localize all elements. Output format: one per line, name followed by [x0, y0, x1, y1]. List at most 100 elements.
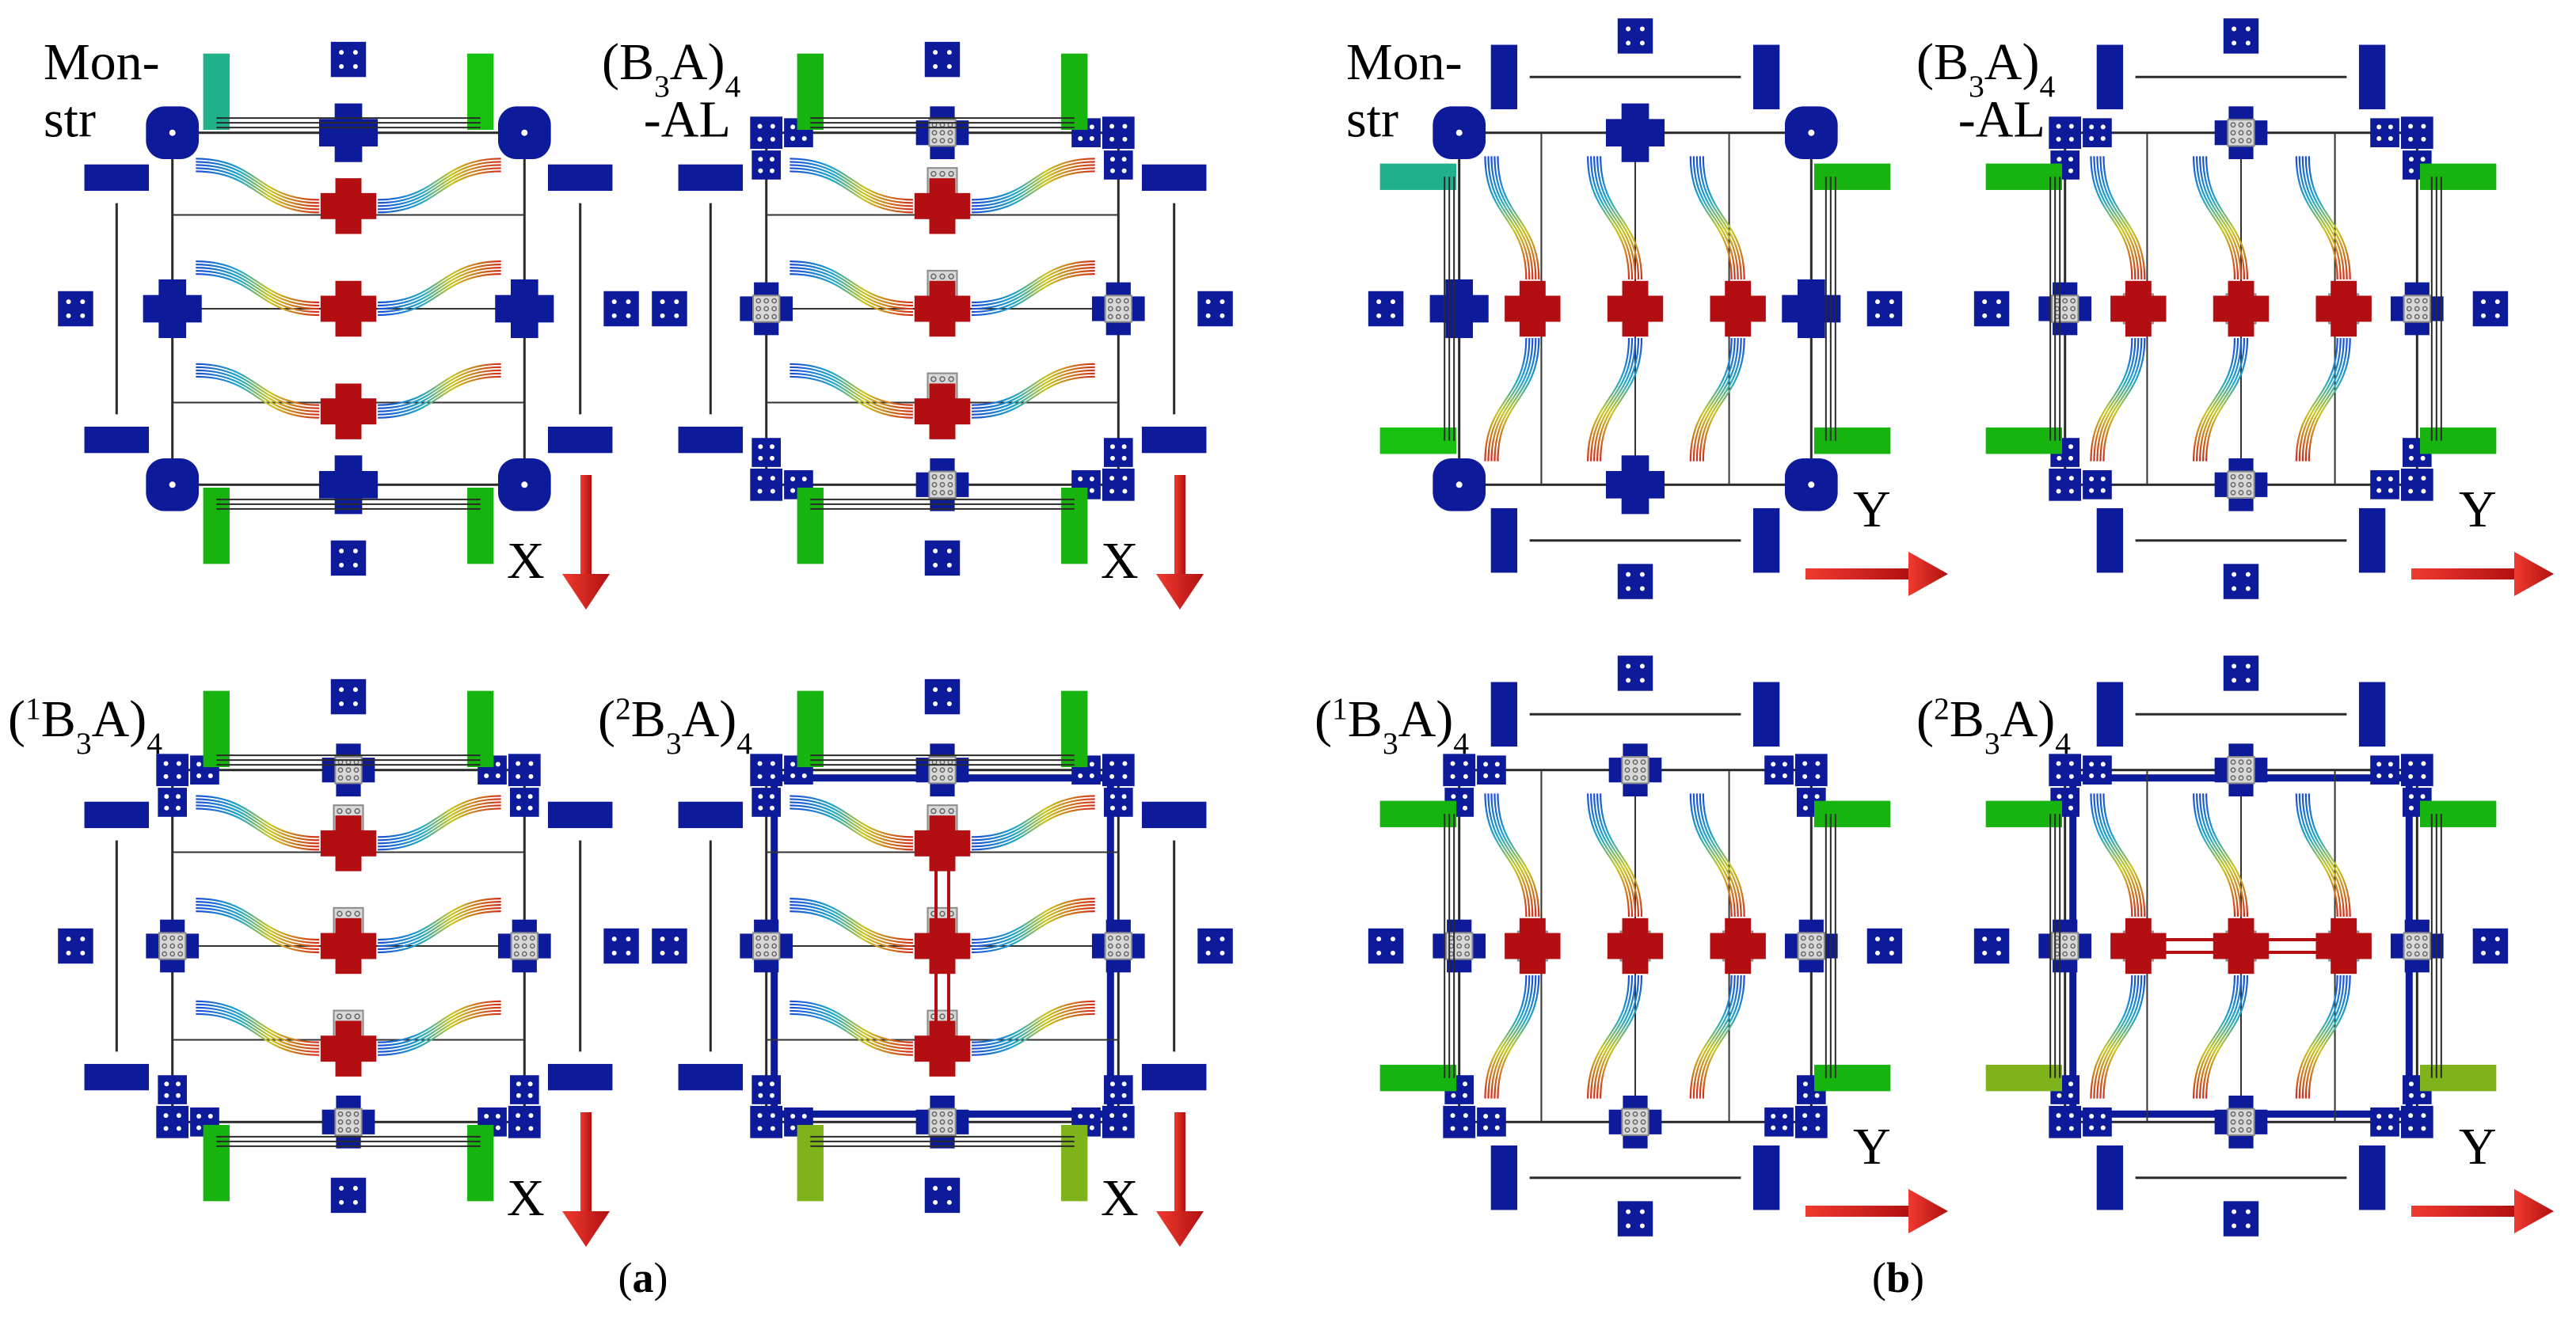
node-hole — [1639, 26, 1645, 32]
grey-node-ring — [1800, 951, 1806, 957]
node-hole — [2408, 444, 2414, 450]
node-hole — [2376, 762, 2382, 767]
grey-node-ring — [1632, 1111, 1638, 1117]
flexure-beam — [196, 167, 319, 211]
node-hole — [1802, 773, 1808, 779]
flexure-beam — [1695, 975, 1739, 1099]
node-hole — [2068, 1126, 2074, 1131]
flexure-beam — [972, 158, 1095, 201]
node-hole — [1875, 299, 1881, 305]
node-hole — [2232, 586, 2237, 591]
grey-node-ring — [1456, 935, 1463, 941]
flexure-beam — [196, 910, 319, 954]
node-hole — [176, 1113, 181, 1119]
node-hole — [1463, 1126, 1468, 1131]
grey-node-ring — [2238, 1127, 2244, 1133]
grey-node-ring — [1123, 313, 1129, 320]
flexure-beam — [2202, 793, 2246, 917]
node-hole — [2408, 1126, 2414, 1131]
direction-label: X — [507, 1169, 545, 1227]
node-hole — [176, 761, 181, 766]
flexure-beam — [2099, 793, 2143, 917]
node-hole — [163, 1113, 169, 1119]
flexure-beam — [2090, 156, 2133, 279]
node-hole — [2245, 663, 2251, 669]
grey-node-ring — [763, 298, 770, 304]
corner-node-side — [1764, 1107, 1794, 1137]
grey-node-ring — [1464, 951, 1471, 957]
node-hole — [611, 299, 617, 305]
side-bar — [84, 164, 150, 192]
diagram-b-monstr — [1368, 18, 1903, 599]
flexure-beam — [972, 801, 1095, 845]
grey-node-ring — [939, 775, 946, 781]
center-red-cross-h — [320, 398, 377, 425]
corner-node-side — [2370, 755, 2399, 785]
node-hole — [2232, 1209, 2237, 1214]
node-hole — [1771, 762, 1776, 767]
flexure-beam — [2096, 793, 2140, 917]
grey-node-ring — [1123, 943, 1129, 949]
flexure-beam — [196, 901, 319, 944]
node-hole — [66, 937, 71, 942]
center-red-cross-h — [1710, 933, 1766, 959]
node-hole — [758, 1081, 763, 1087]
pad-hole — [1455, 481, 1463, 488]
node-hole — [2420, 794, 2426, 800]
flexure-beam — [2298, 156, 2342, 279]
grey-node-ring — [162, 943, 168, 949]
diagram-a-2b3a4 — [652, 678, 1233, 1214]
node-hole — [1463, 805, 1468, 811]
node-hole — [2421, 773, 2426, 779]
caption-part: ( — [8, 690, 25, 748]
node-hole — [1802, 805, 1808, 811]
grey-node-ring — [2070, 951, 2076, 957]
node-hole — [516, 773, 521, 779]
flexure-beam — [972, 1000, 1095, 1043]
corner-tether — [1061, 53, 1088, 130]
side-grey-node — [334, 756, 363, 785]
grey-node-ring — [939, 1013, 946, 1020]
node-hole — [1109, 136, 1115, 142]
caption-part: 3 — [666, 726, 682, 761]
node-hole — [1122, 123, 1128, 129]
side-bar — [1752, 44, 1780, 110]
caption-part: ( — [1315, 690, 1332, 748]
corner-tether — [2420, 163, 2497, 190]
node-hole — [1109, 1113, 1115, 1119]
grey-node-ring — [2230, 130, 2236, 136]
node-hole — [1782, 1113, 1787, 1119]
pad-hole — [169, 481, 176, 488]
node-hole — [1089, 136, 1094, 142]
center-red-cross — [1607, 280, 1664, 337]
center-red-cross — [320, 178, 377, 234]
node-hole — [2089, 124, 2095, 130]
node-hole — [1089, 124, 1094, 130]
side-bar — [1490, 682, 1518, 747]
flexure-beam — [2090, 793, 2133, 917]
corner-node-side — [509, 1075, 539, 1104]
node-hole — [1626, 663, 1631, 669]
corner-node — [2049, 116, 2082, 150]
center-red-cross-h — [2110, 295, 2167, 322]
flexure-beam — [1493, 975, 1537, 1099]
grey-node-ring — [2238, 1111, 2244, 1117]
grey-node-ring — [947, 1111, 953, 1117]
diagram-b-2b3a4 — [1973, 655, 2509, 1237]
caption-part: 4 — [2039, 69, 2055, 104]
direction-label: Y — [1853, 481, 1891, 538]
flexure-beam — [972, 273, 1095, 317]
grey-node-ring — [345, 775, 352, 781]
corner-node — [156, 1105, 189, 1138]
side-grey-node-box — [1104, 932, 1132, 960]
grey-node-ring — [1115, 943, 1121, 949]
node-hole — [2388, 476, 2393, 481]
node-hole — [790, 124, 796, 130]
node-hole — [495, 1125, 500, 1130]
flexure-beam — [2099, 156, 2143, 279]
node-hole — [1109, 168, 1115, 173]
corner-tether — [2420, 1065, 2497, 1092]
arrow-right-icon — [2411, 552, 2554, 596]
grey-node-ring — [2238, 130, 2244, 136]
flexure-beam — [2308, 338, 2351, 462]
